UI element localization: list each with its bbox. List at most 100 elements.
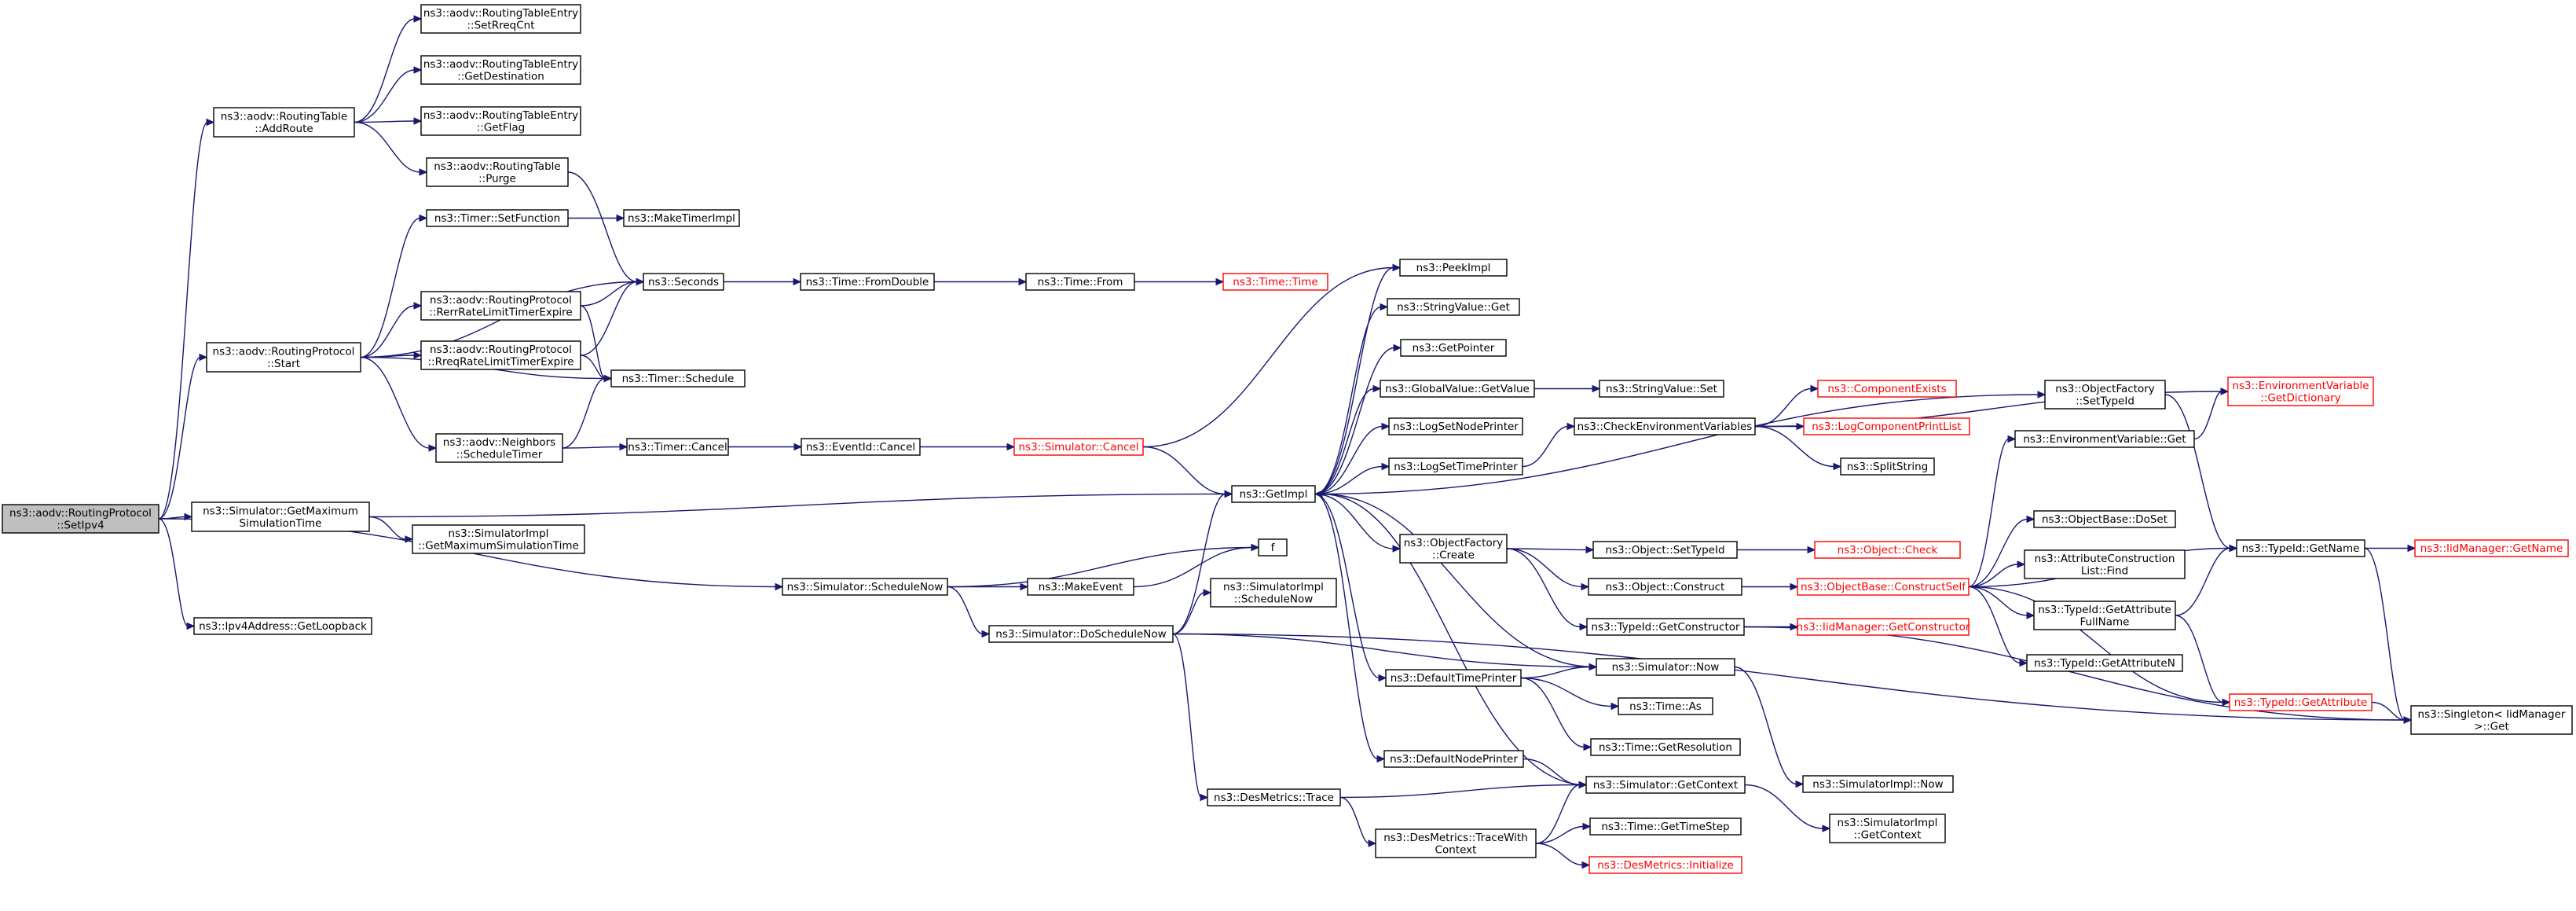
- node-makeevent[interactable]: ns3::MakeEvent: [1027, 578, 1134, 596]
- node-getimpl[interactable]: ns3::GetImpl: [1231, 485, 1316, 503]
- node-setreqcnt[interactable]: ns3::aodv::RoutingTableEntry::SetRreqCnt: [420, 4, 581, 34]
- node-objconstruct[interactable]: ns3::Object::Construct: [1588, 578, 1742, 596]
- node-box: [1618, 697, 1713, 715]
- node-timercancel[interactable]: ns3::Timer::Cancel: [626, 438, 729, 456]
- node-box: [1013, 438, 1144, 456]
- node-fromdouble[interactable]: ns3::Time::FromDouble: [800, 273, 935, 291]
- node-label: ns3::TypeId::GetAttribute: [2234, 696, 2368, 709]
- node-neighbors[interactable]: ns3::aodv::Neighbors::ScheduleTimer: [435, 433, 563, 463]
- node-envgetdict[interactable]: ns3::EnvironmentVariable::GetDictionary: [2227, 377, 2374, 406]
- node-getpointer[interactable]: ns3::GetPointer: [1400, 339, 1507, 357]
- node-stringvalueset[interactable]: ns3::StringValue::Set: [1599, 380, 1724, 398]
- node-objcheck[interactable]: ns3::Object::Check: [1814, 541, 1961, 559]
- node-splitstring[interactable]: ns3::SplitString: [1840, 457, 1935, 476]
- node-objsettypeid[interactable]: ns3::Object::SetTypeId: [1592, 541, 1738, 559]
- node-logcomplist[interactable]: ns3::LogComponentPrintList: [1803, 417, 1970, 435]
- node-label: ::GetMaximumSimulationTime: [418, 539, 579, 552]
- node-logsettime[interactable]: ns3::LogSetTimePrinter: [1388, 457, 1523, 476]
- node-timegetres[interactable]: ns3::Time::GetResolution: [1590, 738, 1741, 756]
- node-label: ns3::Simulator::GetMaximum: [203, 505, 358, 517]
- node-defaulttimeprinter[interactable]: ns3::DefaultTimePrinter: [1385, 669, 1522, 687]
- node-box: [213, 107, 355, 138]
- edge-getimpl-to-globalvalueget: [1314, 384, 1382, 495]
- node-getmaxsim[interactable]: ns3::Simulator::GetMaximumSimulationTime: [191, 501, 370, 532]
- node-componentexists[interactable]: ns3::ComponentExists: [1817, 380, 1957, 398]
- edge-makeevent-to-f: [1133, 543, 1260, 588]
- node-iidmgrgetctor[interactable]: ns3::IidManager::GetConstructor: [1797, 618, 1970, 636]
- node-box: [191, 501, 370, 532]
- edge-envget-to-envgetdict: [2193, 388, 2230, 440]
- node-desinit[interactable]: ns3::DesMetrics::Initialize: [1588, 856, 1742, 874]
- edge-addroute-to-getdest: [354, 66, 423, 123]
- node-box: [420, 291, 581, 321]
- node-typeidgetname[interactable]: ns3::TypeId::GetName: [2236, 539, 2365, 557]
- edge-getmaxsim-to-simimplgetmax: [368, 516, 414, 543]
- node-getdest[interactable]: ns3::aodv::RoutingTableEntry::GetDestina…: [420, 55, 581, 85]
- edge-addroute-to-getflag: [354, 117, 423, 125]
- node-singleton[interactable]: ns3::Singleton< IidManager>::Get: [2410, 705, 2573, 735]
- node-typeidgetattrn[interactable]: ns3::TypeId::GetAttributeN: [2026, 654, 2183, 672]
- node-simimplgetmax[interactable]: ns3::SimulatorImpl::GetMaximumSimulation…: [412, 524, 585, 554]
- node-doschedulenow[interactable]: ns3::Simulator::DoScheduleNow: [988, 625, 1174, 643]
- node-timeas[interactable]: ns3::Time::As: [1618, 697, 1713, 715]
- node-f[interactable]: f: [1258, 538, 1288, 557]
- edge-defaulttimeprinter-to-timegetres: [1520, 677, 1592, 751]
- node-constructself[interactable]: ns3::ObjectBase::ConstructSelf: [1797, 578, 1970, 596]
- node-label: ::SetTypeId: [2076, 395, 2134, 407]
- node-objfactorycreate[interactable]: ns3::ObjectFactory::Create: [1399, 534, 1508, 564]
- edge-simgetctx-to-getimpl: [1314, 490, 1587, 786]
- node-label: ns3::SplitString: [1847, 461, 1929, 473]
- node-addroute[interactable]: ns3::aodv::RoutingTable::AddRoute: [213, 107, 355, 138]
- node-globalvalueget[interactable]: ns3::GlobalValue::GetValue: [1380, 380, 1535, 398]
- node-box: [1590, 738, 1741, 756]
- node-simimplgetctx[interactable]: ns3::SimulatorImpl::GetContext: [1829, 814, 1946, 843]
- node-rreqexpire[interactable]: ns3::aodv::RoutingProtocol::RreqRateLimi…: [420, 340, 581, 370]
- node-peekimpl[interactable]: ns3::PeekImpl: [1399, 259, 1508, 277]
- node-maketimerimpl[interactable]: ns3::MakeTimerImpl: [623, 209, 740, 227]
- node-box: [1817, 380, 1957, 398]
- node-simimplschednow[interactable]: ns3::SimulatorImpl::ScheduleNow: [1210, 578, 1337, 608]
- node-purge[interactable]: ns3::aodv::RoutingTable::Purge: [426, 157, 569, 187]
- node-typeidgetattr[interactable]: ns3::TypeId::GetAttribute: [2229, 693, 2373, 711]
- node-label: ns3::aodv::RoutingProtocol: [430, 343, 572, 356]
- edge-getimpl-to-defaulttimeprinter: [1314, 493, 1387, 682]
- node-label: ::ScheduleNow: [1234, 593, 1314, 605]
- node-box: [2014, 430, 2195, 448]
- edge-checkenv-to-splitstring: [1754, 425, 1842, 471]
- node-envget[interactable]: ns3::EnvironmentVariable::Get: [2014, 430, 2195, 448]
- node-start[interactable]: ns3::aodv::RoutingProtocol::Start: [206, 342, 361, 373]
- node-getflag[interactable]: ns3::aodv::RoutingTableEntry::GetFlag: [420, 106, 581, 136]
- node-objbasedoset[interactable]: ns3::ObjectBase::DoSet: [2033, 510, 2176, 528]
- node-simcancel[interactable]: ns3::Simulator::Cancel: [1013, 438, 1144, 456]
- edge-simnow-to-simimplnow: [1734, 666, 1805, 788]
- node-stringvalueget[interactable]: ns3::StringValue::Get: [1387, 298, 1520, 316]
- node-simnow[interactable]: ns3::Simulator::Now: [1596, 658, 1735, 676]
- edge-simcancel-to-getimpl: [1142, 446, 1233, 498]
- node-timefrom[interactable]: ns3::Time::From: [1025, 273, 1135, 291]
- node-eventcancel[interactable]: ns3::EventId::Cancel: [801, 438, 921, 456]
- node-setipv4[interactable]: ns3::aodv::RoutingProtocol::SetIpv4: [2, 504, 159, 534]
- node-schedulenow[interactable]: ns3::Simulator::ScheduleNow: [782, 578, 948, 596]
- node-timegetstep[interactable]: ns3::Time::GetTimeStep: [1589, 817, 1742, 836]
- node-typeidgetctor[interactable]: ns3::TypeId::GetConstructor: [1586, 618, 1745, 636]
- node-label: ns3::aodv::RoutingTableEntry: [423, 7, 578, 20]
- node-timerschedule[interactable]: ns3::Timer::Schedule: [610, 369, 746, 388]
- node-simgetctx[interactable]: ns3::Simulator::GetContext: [1585, 776, 1746, 794]
- node-logsetnode[interactable]: ns3::LogSetNodePrinter: [1388, 417, 1523, 435]
- node-rerrexpire[interactable]: ns3::aodv::RoutingProtocol::RerrRateLimi…: [420, 291, 581, 321]
- node-timersetfn[interactable]: ns3::Timer::SetFunction: [426, 209, 569, 227]
- node-checkenv[interactable]: ns3::CheckEnvironmentVariables: [1574, 417, 1756, 435]
- node-seconds[interactable]: ns3::Seconds: [643, 273, 724, 291]
- node-iidmgrgetname[interactable]: ns3::IidManager::GetName: [2414, 539, 2569, 557]
- node-defaultnodeprinter[interactable]: ns3::DefaultNodePrinter: [1383, 750, 1524, 768]
- node-timetime[interactable]: ns3::Time::Time: [1222, 273, 1328, 291]
- node-simimplnow[interactable]: ns3::SimulatorImpl::Now: [1802, 775, 1954, 793]
- node-desmetricstrace[interactable]: ns3::DesMetrics::Trace: [1207, 788, 1341, 806]
- node-objfactsettypeid[interactable]: ns3::ObjectFactory::SetTypeId: [2044, 380, 2166, 410]
- node-getloopback[interactable]: ns3::Ipv4Address::GetLoopback: [193, 617, 372, 635]
- edge-purge-to-seconds: [567, 171, 645, 286]
